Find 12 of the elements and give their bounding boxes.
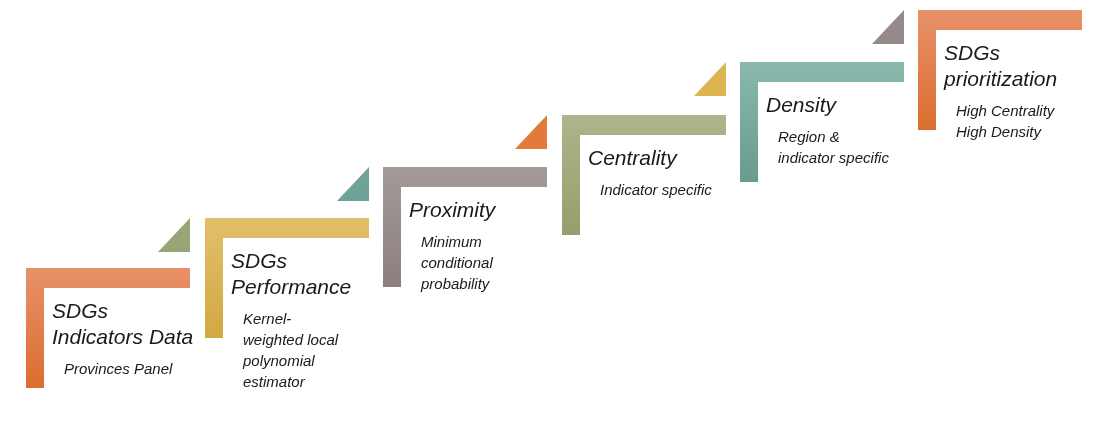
step-description: Minimum conditional probability [419,232,494,294]
step-title: Density [766,92,838,118]
step-description: Kernel- weighted local polynomial estimator [241,309,340,392]
step-description: Indicator specific [599,180,712,200]
step-description: High Centrality High Density [955,101,1056,142]
step-title: SDGs Indicators Data [52,298,195,350]
step-description: Region & indicator specific [777,127,890,168]
step-title: SDGs prioritization [944,40,1059,92]
step-title: SDGs Performance [231,248,353,300]
step-title: Centrality [588,145,679,171]
step-description: Provinces Panel [63,359,174,379]
step-title: Proximity [409,197,497,223]
